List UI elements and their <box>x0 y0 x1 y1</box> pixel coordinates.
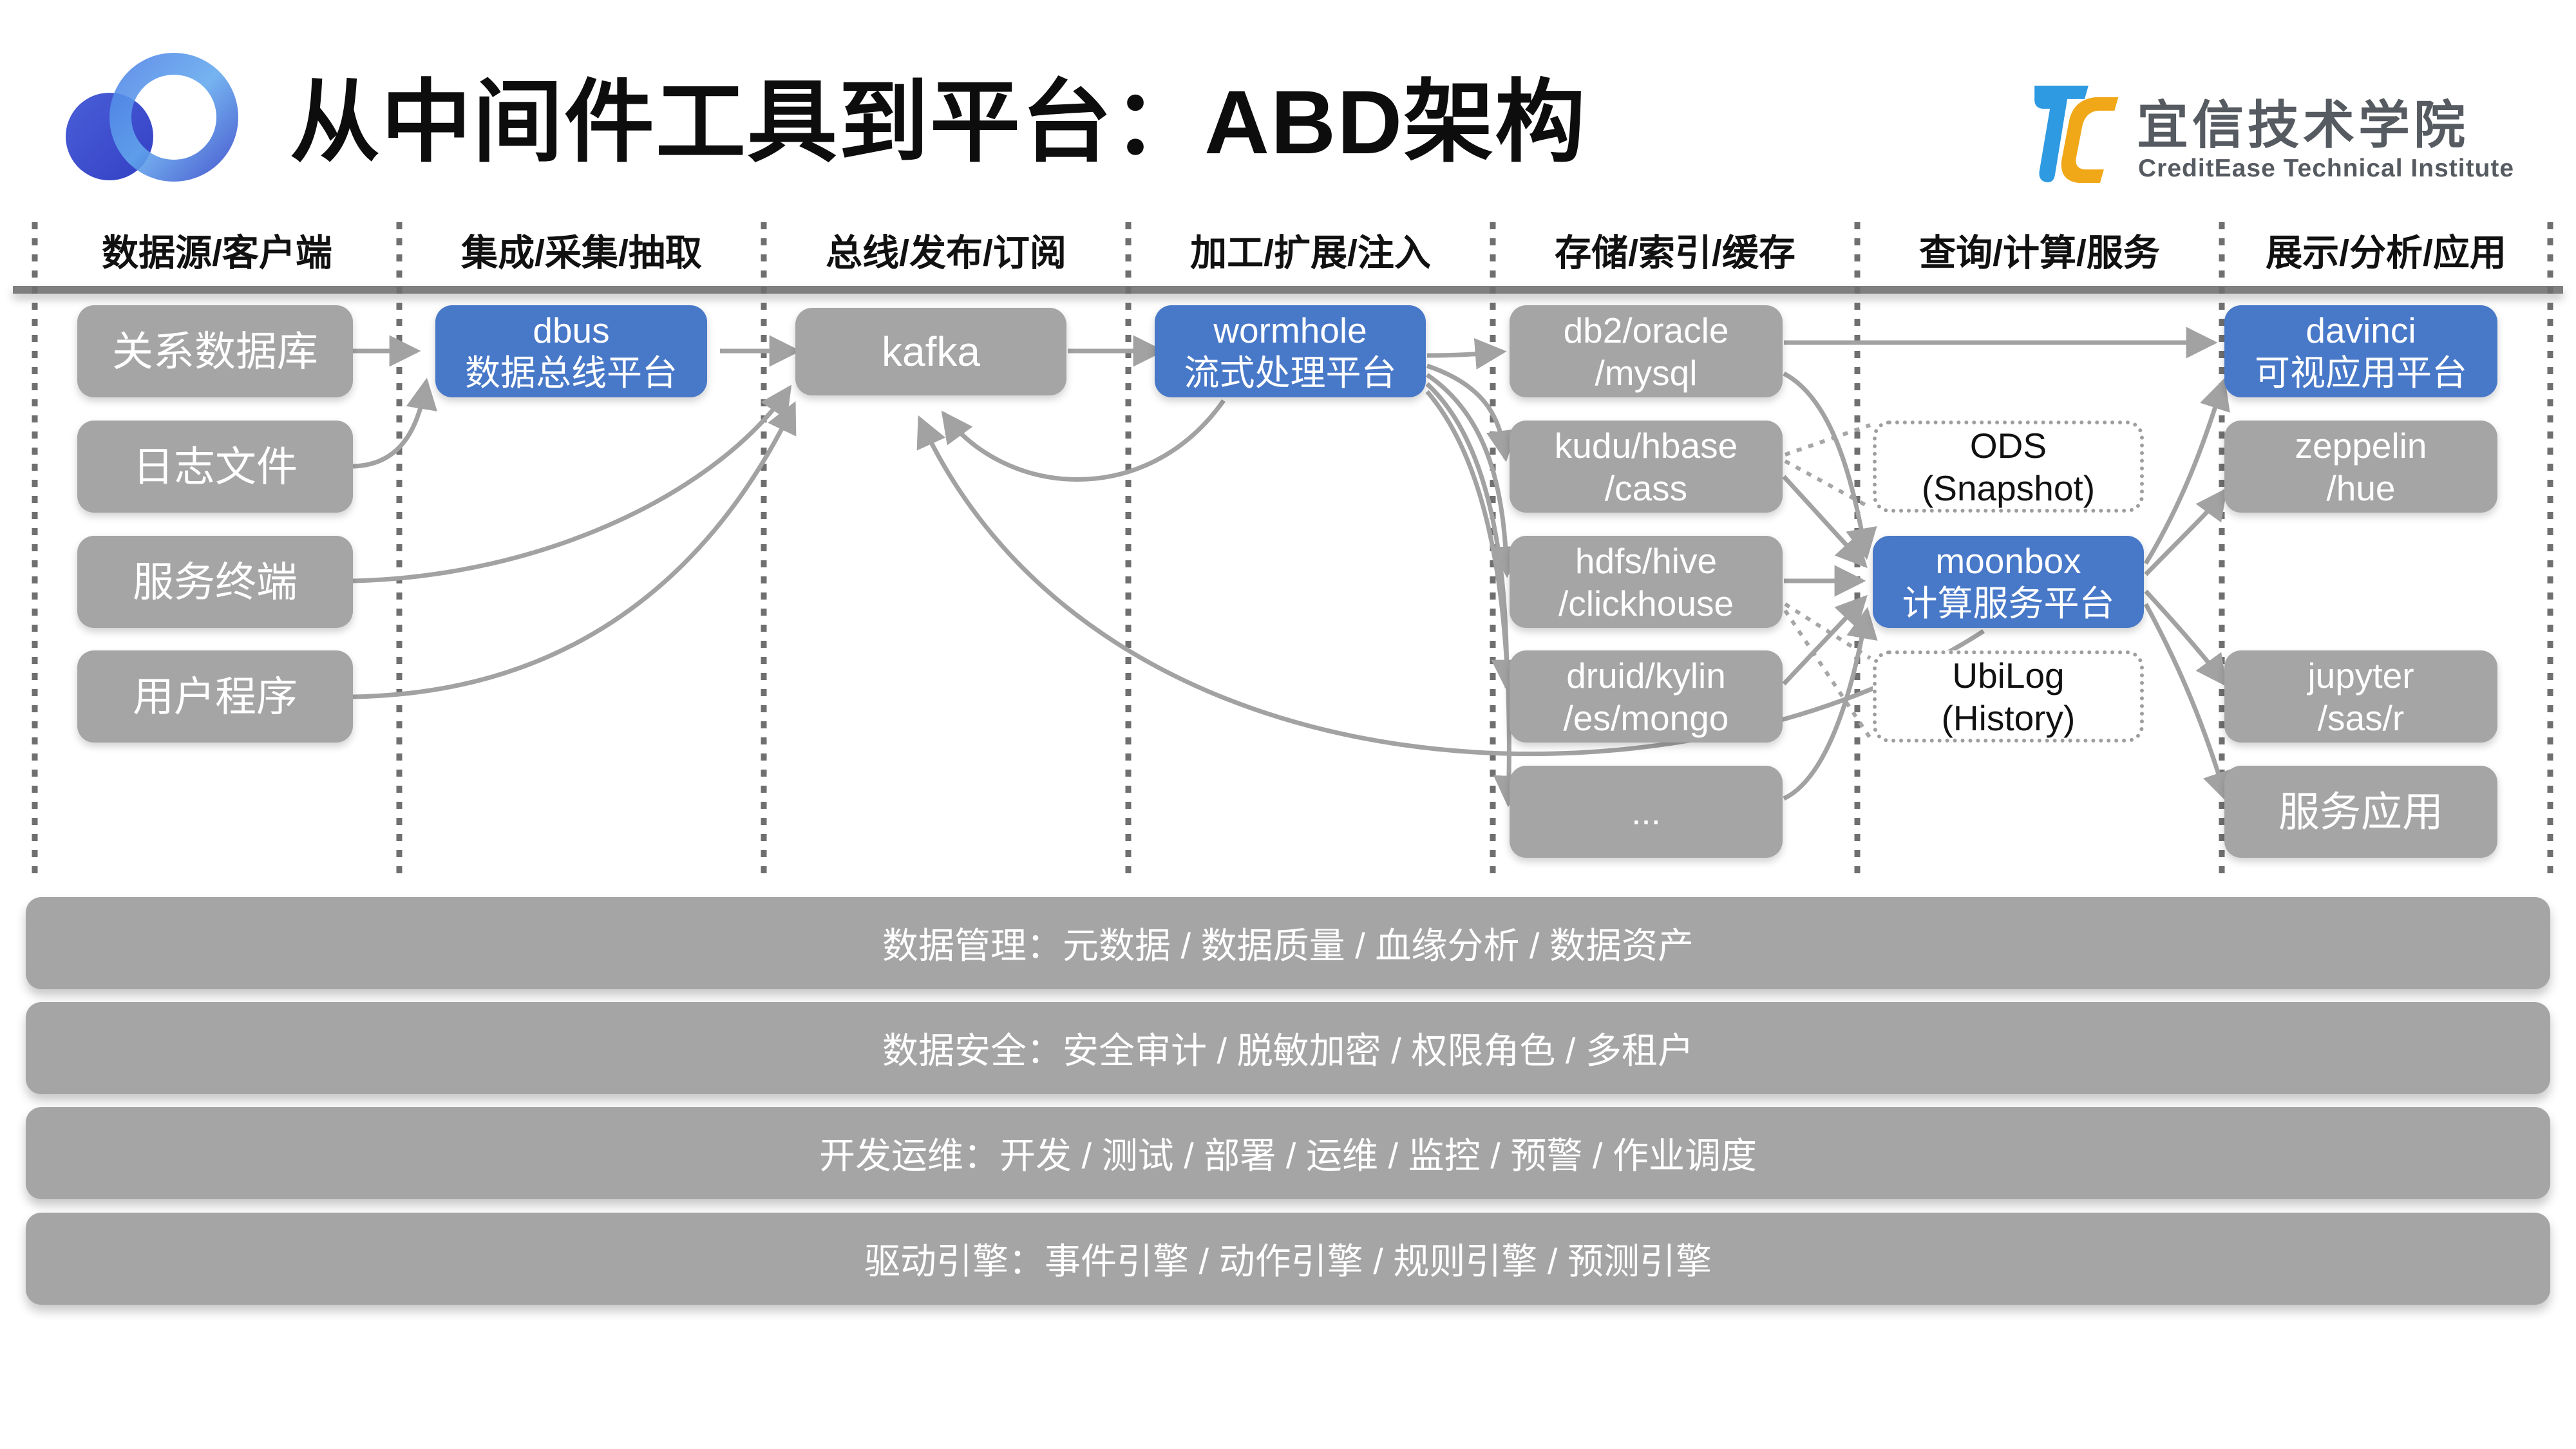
node-wormhole: wormhole 流式处理平台 <box>1155 305 1426 397</box>
column-header-storage: 存储/索引/缓存 <box>1555 232 1795 274</box>
node-ubilog: UbiLog (History) <box>1873 650 2144 743</box>
node-hdfs-hive-clickhouse: hdfs/hive /clickhouse <box>1510 536 1783 628</box>
institute-logo: 宜信技术学院 CreditEase Technical Institute <box>2029 71 2544 193</box>
institute-name-cn: 宜信技术学院 <box>2137 97 2469 154</box>
node-ods: ODS (Snapshot) <box>1873 421 2144 513</box>
header-divider <box>13 286 2563 294</box>
bar-devops: 开发运维：开发 / 测试 / 部署 / 运维 / 监控 / 预警 / 作业调度 <box>26 1107 2550 1199</box>
node-druid-kylin-es-mongo: druid/kylin /es/mongo <box>1510 650 1783 743</box>
node-dbus: dbus 数据总线平台 <box>435 305 707 397</box>
node-relational-db: 关系数据库 <box>77 305 353 397</box>
node-davinci: davinci 可视应用平台 <box>2224 305 2497 397</box>
institute-name-en: CreditEase Technical Institute <box>2138 155 2515 182</box>
column-header-datasource: 数据源/客户端 <box>102 232 332 274</box>
bar-data-security: 数据安全：安全审计 / 脱敏加密 / 权限角色 / 多租户 <box>26 1002 2550 1094</box>
page-title: 从中间件工具到平台：ABD架构 <box>290 71 1587 173</box>
node-kudu-hbase-cass: kudu/hbase /cass <box>1510 421 1783 513</box>
company-logo-icon <box>64 52 251 219</box>
node-kafka: kafka <box>795 308 1066 395</box>
node-db2-oracle-mysql: db2/oracle /mysql <box>1510 305 1783 397</box>
flow-arrow-paths <box>352 327 2233 808</box>
column-header-processing: 加工/扩展/注入 <box>1190 232 1431 274</box>
node-log-files: 日志文件 <box>77 421 353 513</box>
node-more-storage: ... <box>1510 766 1783 858</box>
node-zeppelin-hue: zeppelin /hue <box>2224 421 2497 513</box>
column-header-integration: 集成/采集/抽取 <box>461 232 702 274</box>
node-jupyter-sas-r: jupyter /sas/r <box>2224 650 2497 743</box>
column-header-query: 查询/计算/服务 <box>1919 232 2160 274</box>
dotted-callout-lines <box>1783 423 1872 739</box>
bar-data-management: 数据管理：元数据 / 数据质量 / 血缘分析 / 数据资产 <box>26 897 2550 989</box>
column-header-bus: 总线/发布/订阅 <box>826 232 1066 274</box>
node-service-terminal: 服务终端 <box>77 536 353 628</box>
node-service-apps: 服务应用 <box>2224 766 2497 858</box>
bar-driver-engines: 驱动引擎：事件引擎 / 动作引擎 / 规则引擎 / 预测引擎 <box>26 1213 2550 1305</box>
institute-logo-icon <box>2029 76 2125 189</box>
column-header-display: 展示/分析/应用 <box>2266 232 2506 274</box>
node-user-program: 用户程序 <box>77 650 353 743</box>
node-moonbox: moonbox 计算服务平台 <box>1873 536 2144 628</box>
